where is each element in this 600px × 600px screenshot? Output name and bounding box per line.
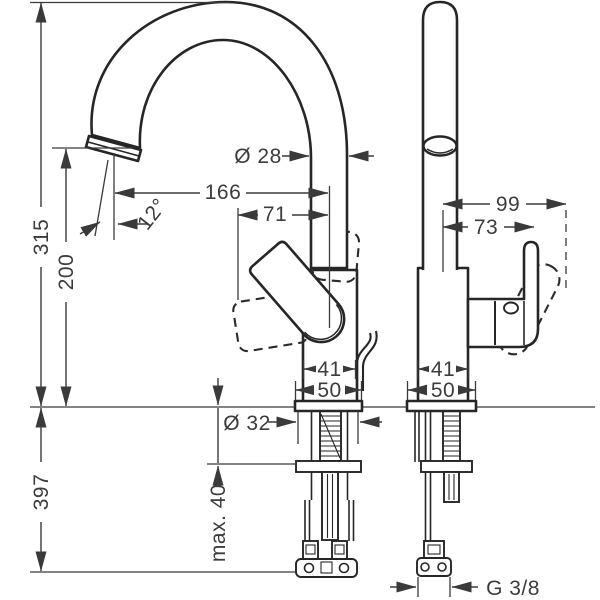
outlet-detail (426, 148, 454, 154)
dim-label-handle-reach: 73 (474, 216, 498, 239)
thread-hatching (443, 415, 460, 457)
mouthpiece-detail (87, 141, 140, 157)
connector-hole (420, 562, 430, 572)
spout-arc (90, 0, 349, 270)
dim-label-spout-height: 200 (55, 254, 78, 291)
connector-detail (320, 561, 333, 574)
base-plate-side (405, 399, 478, 413)
lever-handle-side (466, 240, 540, 349)
mounting-clamp (420, 460, 473, 473)
lever-handle-front (248, 240, 346, 344)
nut-detail (427, 544, 441, 555)
dim-label-front-base-width: 50 (317, 379, 341, 402)
dim-label-front-body-width: 41 (317, 358, 341, 381)
stud-lower (443, 471, 460, 503)
connector-hole (437, 562, 447, 572)
pull-rod (355, 332, 372, 391)
dim-label-side-body-width: 41 (431, 358, 455, 381)
dim-label-handle-to-spout: 71 (263, 203, 287, 226)
nut-detail (305, 544, 316, 555)
center-rod (321, 471, 339, 541)
hose-nut (331, 540, 348, 561)
dim-label-mounting-hole-diameter: Ø 32 (223, 412, 271, 435)
dim-label-spout-diameter: Ø 28 (234, 145, 282, 168)
dim-label-handle-reach-tilted: 99 (496, 193, 520, 216)
angle-leader-slant (79, 221, 101, 237)
dim-label-supply-connection: G 3/8 (486, 577, 540, 600)
front-under-counter (295, 410, 362, 578)
dim-label-total-height: 315 (30, 219, 53, 256)
nut-detail (334, 544, 345, 555)
front-view (84, 0, 378, 578)
dim-label-side-base-width: 50 (431, 379, 455, 402)
dim-label-spout-angle: 12° (133, 194, 172, 234)
dim-label-spout-reach: 166 (205, 181, 242, 204)
side-under-counter (414, 410, 473, 577)
pull-rod (361, 330, 378, 391)
base-plate-front (293, 399, 364, 413)
hose-nut (302, 540, 319, 561)
connector-hole (303, 562, 315, 574)
dim-label-max-counter-thickness: max. 40 (207, 484, 230, 562)
mounting-clamp (295, 460, 362, 473)
side-view (405, 0, 561, 577)
connector-hole (338, 562, 350, 574)
handle-screw-hole (503, 301, 519, 315)
thread-hatching (320, 413, 341, 459)
dim-label-under-counter-depth: 397 (30, 474, 53, 511)
hose-nut (423, 540, 445, 560)
label-backgrounds (30, 182, 526, 522)
